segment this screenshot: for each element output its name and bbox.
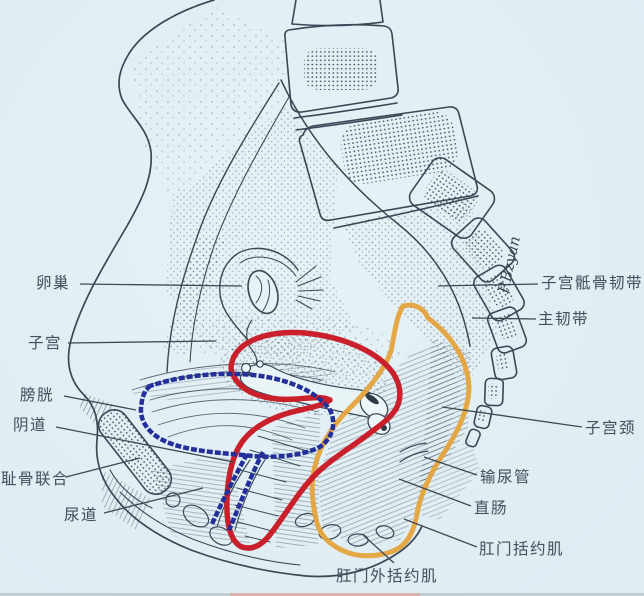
leader-uterus [67,340,217,344]
leader-anal-sphincter [403,518,478,548]
label-anal-sphincter: 肛门括约肌 [479,540,565,558]
leader-cervix [441,406,583,428]
leader-ovary [79,283,243,287]
bladder-outline [138,371,336,531]
bone-stipple [304,48,518,423]
leader-external-anal-sphincter [361,533,395,564]
leader-urethra [103,487,204,514]
ureter-shape [399,442,429,463]
ovary-shape [247,269,279,315]
label-vagina: 阴道 [13,416,48,434]
label-urethra: 尿道 [64,506,99,524]
ovary-and-tube [219,247,324,367]
urethra-lines [216,457,267,531]
leader-ureter [423,456,478,476]
label-cervix: 子宫颈 [585,419,637,437]
body-contour [67,0,423,578]
page-bottom-edge [0,593,644,596]
label-rectum: 直肠 [474,499,509,517]
pubic-symphysis-bone [97,409,173,509]
fimbriae [295,265,324,310]
leader-pubic-symphysis [65,457,141,478]
leader-bladder [63,395,137,411]
leader-lines [55,283,583,564]
leader-vagina [55,426,234,463]
uterus-vagina-outline [224,329,403,551]
label-external-anal-sphincter: 肛门外括约肌 [336,567,439,585]
line-art [67,0,528,578]
label-uterosacral-ligament: 子宫骶骨韧带 [541,274,644,292]
rectum-outline [309,302,472,559]
label-cardinal-ligament: 主韧带 [538,310,590,328]
label-pubic-symphysis: 耻骨联合 [1,470,70,488]
leader-uterosacral-ligament [437,283,539,287]
leader-cardinal-ligament [471,317,537,320]
label-uterus: 子宫 [28,334,63,352]
vertebral-column [284,0,528,448]
label-ovary: 卵巢 [36,274,71,292]
label-bladder: 膀胱 [20,386,55,404]
perineal-structures [165,492,395,547]
leader-rectum [398,478,472,507]
label-ureter: 输尿管 [480,468,532,486]
